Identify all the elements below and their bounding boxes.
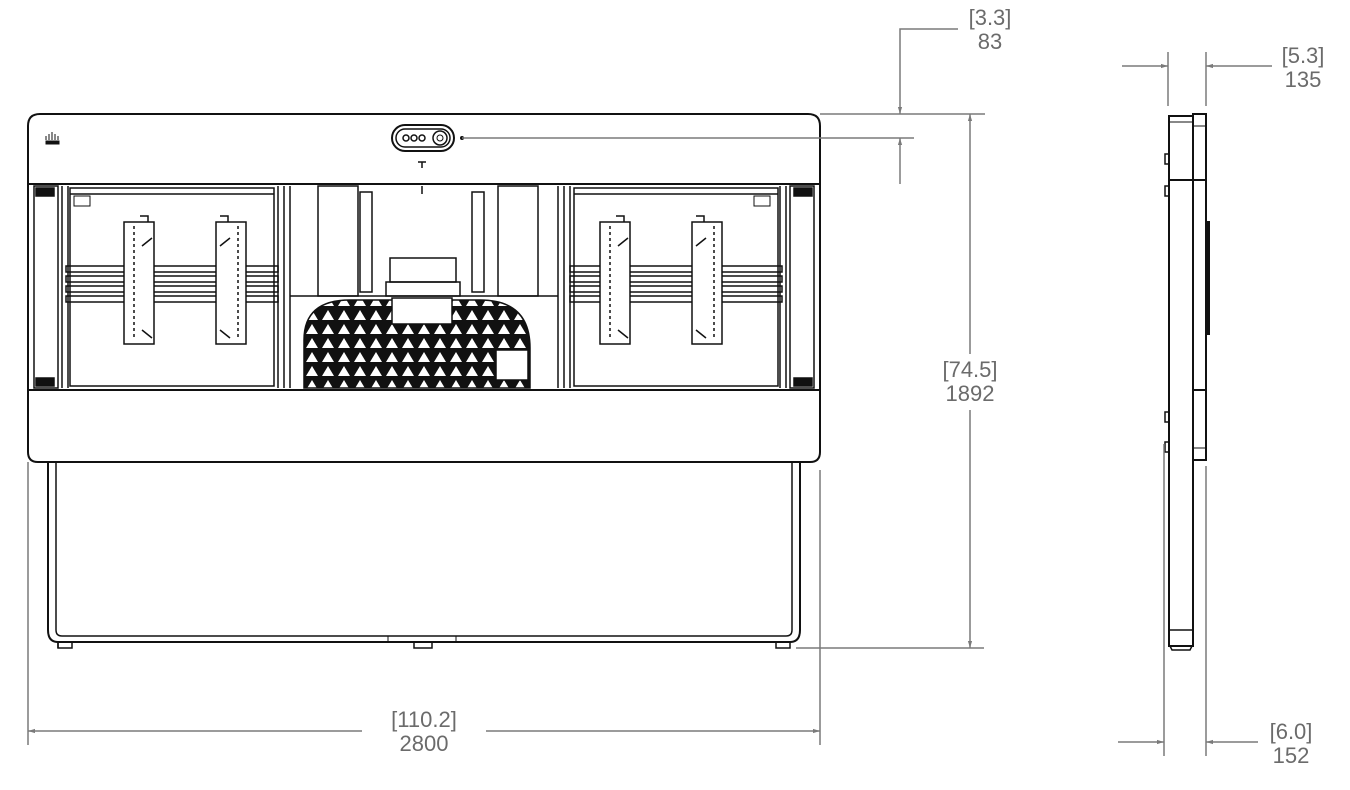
dim-width-inches: [110.2] [391,707,457,732]
camera-icon [391,124,464,168]
dim-top-offset-mm: 83 [977,29,1003,54]
speaker-grille [303,299,531,389]
dim-side-top-label: [5.3] 135 [1268,44,1338,92]
dim-height-mm: 1892 [945,381,995,406]
dim-side-bottom-label: [6.0] 152 [1256,720,1326,768]
dim-top-offset-label: [3.3] 83 [955,6,1025,54]
right-rail [779,185,815,389]
dim-side-bottom-mm: 152 [1272,743,1310,768]
lower-bezel [27,389,821,463]
dim-width-label: [110.2] 2800 [374,708,474,756]
front-view [27,113,821,649]
dimension-lines [27,28,1272,756]
stand [47,462,801,643]
top-bezel [27,113,821,185]
side-view [1164,113,1210,651]
cisco-logo-icon [45,132,60,145]
dim-width-mm: 2800 [399,731,449,756]
dim-height-label: [74.5] 1892 [930,358,1010,406]
dim-side-top-mm: 135 [1284,67,1322,92]
left-panel [65,187,279,387]
dim-height-inches: [74.5] [942,357,998,382]
center-section [277,185,571,389]
right-panel [569,187,783,387]
left-rail [33,185,69,389]
dim-top-offset-inches: [3.3] [968,5,1012,30]
dim-side-top-inches: [5.3] [1281,43,1325,68]
dim-side-bottom-inches: [6.0] [1269,719,1313,744]
